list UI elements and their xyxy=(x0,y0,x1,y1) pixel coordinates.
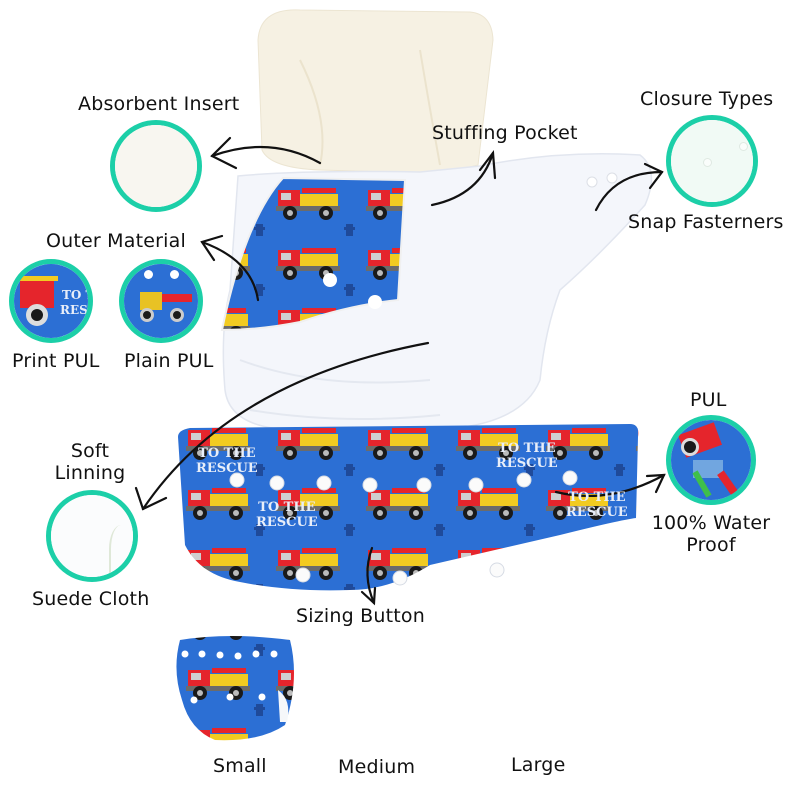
snap-fasteners-caption: Snap Fasterners xyxy=(628,211,784,233)
absorbent-insert-shape xyxy=(257,9,494,174)
plain-pul-swatch xyxy=(119,259,203,343)
print-pul-caption: Print PUL xyxy=(12,350,100,372)
soft-lining-title: Soft Linning xyxy=(54,440,126,484)
print-slogan: TO THE RESCUE xyxy=(566,490,628,520)
absorbent-insert-swatch xyxy=(110,120,202,212)
pul-title: PUL xyxy=(690,389,727,411)
closure-types-title: Closure Types xyxy=(640,88,774,110)
print-slogan: TO THE RESCUE xyxy=(196,446,258,476)
sizing-button-title: Sizing Button xyxy=(296,605,425,627)
print-slogan: TO THE RESCUE xyxy=(256,500,318,530)
small-size-diaper xyxy=(176,636,294,741)
pul-caption: 100% Water Proof xyxy=(651,512,771,556)
snap-fastener-swatch xyxy=(666,115,758,207)
stuffing-pocket-title: Stuffing Pocket xyxy=(432,122,578,144)
outer-flap-print xyxy=(220,176,407,332)
plain-pul-caption: Plain PUL xyxy=(124,350,214,372)
size-label-small: Small xyxy=(213,755,267,777)
printed-waistband xyxy=(178,424,639,591)
pul-swatch xyxy=(666,415,756,505)
size-label-medium: Medium xyxy=(338,756,416,778)
print-slogan: TO THE RESCUE xyxy=(496,441,558,471)
snap-button xyxy=(368,295,382,309)
absorbent-insert-title: Absorbent Insert xyxy=(78,93,240,115)
outer-material-title: Outer Material xyxy=(46,230,186,252)
suede-cloth-caption: Suede Cloth xyxy=(32,588,150,610)
size-label-large: Large xyxy=(511,754,566,776)
print-pul-swatch: TO THE RESCUE xyxy=(9,259,93,343)
callout-arrows xyxy=(134,136,666,606)
sizing-snaps xyxy=(229,470,578,586)
snap-button xyxy=(323,273,337,287)
suede-cloth-swatch xyxy=(46,490,138,582)
